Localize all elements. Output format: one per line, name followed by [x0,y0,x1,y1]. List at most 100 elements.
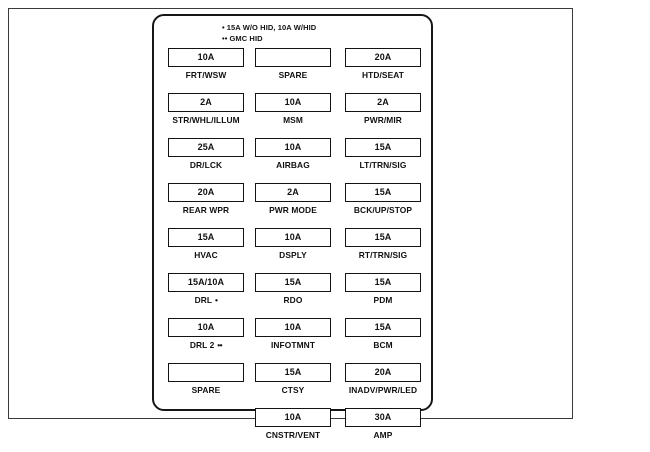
fuse-slot[interactable]: 2A [345,93,421,112]
fuse-cell[interactable]: 20A INADV/PWR/LED [345,363,421,407]
fuse-cell[interactable]: 10A DRL 2 •• [168,318,244,362]
fuse-slot[interactable]: 25A [168,138,244,157]
fuse-label-text: RDO [283,295,303,305]
fuse-slot[interactable]: 15A/10A [168,273,244,292]
fuse-cell[interactable]: 10A INFOTMNT [255,318,331,362]
fuse-slot[interactable]: 10A [255,408,331,427]
fuse-slot[interactable]: 20A [345,48,421,67]
fuse-rating: 15A [374,142,392,152]
fuse-rating: 25A [197,142,215,152]
fuse-label-text: SPARE [191,385,221,395]
fuse-slot[interactable]: 15A [345,138,421,157]
fuse-rating: 15A [374,187,392,197]
fuse-cell[interactable]: 15A RDO [255,273,331,317]
fuse-label: FRT/WSW [168,70,244,81]
fuse-cell[interactable]: 10A FRT/WSW [168,48,244,92]
fuse-slot[interactable]: 15A [345,318,421,337]
fuse-cell[interactable]: 15A HVAC [168,228,244,272]
fuse-label-text: LT/TRN/SIG [359,160,407,170]
fuse-slot[interactable]: 10A [168,48,244,67]
fuse-cell[interactable]: 2A STR/WHL/ILLUM [168,93,244,137]
fuse-slot[interactable]: 2A [255,183,331,202]
fuse-label: REAR WPR [168,205,244,216]
fuse-label: HTD/SEAT [345,70,421,81]
fuse-slot[interactable]: 20A [345,363,421,382]
fuse-rating: 15A [284,277,302,287]
fuse-cell[interactable]: 30A AMP [345,408,421,452]
fuse-rating: 20A [197,187,215,197]
fuse-label: AMP [345,430,421,441]
fuse-label: PDM [345,295,421,306]
fuse-slot-empty[interactable] [255,48,331,67]
fuse-label-text: INADV/PWR/LED [348,385,418,395]
fuse-rating: 20A [374,52,392,62]
fuse-slot[interactable]: 20A [168,183,244,202]
fuse-cell[interactable]: SPARE [168,363,244,407]
footnote-bullet-icon: •• [222,34,228,43]
fuse-cell[interactable]: 2A PWR/MIR [345,93,421,137]
fuse-cell[interactable]: 15A PDM [345,273,421,317]
fuse-label: HVAC [168,250,244,261]
fuse-label: DR/LCK [168,160,244,171]
fuse-label-text: BCM [373,340,393,350]
fuse-slot[interactable]: 10A [255,318,331,337]
fuse-cell[interactable]: 10A MSM [255,93,331,137]
fuse-slot[interactable]: 15A [345,228,421,247]
fuse-rating: 15A [284,367,302,377]
fuse-slot[interactable]: 15A [255,363,331,382]
fuse-slot[interactable]: 30A [345,408,421,427]
fuse-label-text: CTSY [281,385,305,395]
fuse-rating: 10A [284,232,302,242]
fuse-label: DSPLY [255,250,331,261]
fuse-slot-empty[interactable] [168,363,244,382]
fuse-footnote-mark-icon: • [213,295,218,305]
fuse-cell[interactable]: 15A CTSY [255,363,331,407]
fuse-label-text: PDM [373,295,393,305]
fuse-cell[interactable]: SPARE [255,48,331,92]
footnote-bullet-icon: • [222,23,225,32]
fuse-label-text: INFOTMNT [270,340,316,350]
fuse-label: PWR/MIR [345,115,421,126]
fuse-rating: 2A [377,97,389,107]
fuse-label-text: PWR/MIR [364,115,402,125]
fuse-cell[interactable]: 15A LT/TRN/SIG [345,138,421,182]
fuse-rating: 10A [197,52,215,62]
fuse-label: AIRBAG [255,160,331,171]
fuse-slot[interactable]: 10A [168,318,244,337]
fuse-cell[interactable]: 20A REAR WPR [168,183,244,227]
fuse-label-text: STR/WHL/ILLUM [172,115,240,125]
fuse-label-text: SPARE [278,70,308,80]
fuse-label-text: REAR WPR [182,205,230,215]
fuse-cell[interactable]: 10A DSPLY [255,228,331,272]
fuse-cell[interactable]: 25A DR/LCK [168,138,244,182]
fuse-rating: 2A [287,187,299,197]
fuse-cell[interactable]: 20A HTD/SEAT [345,48,421,92]
fuse-label-text: BCK/UP/STOP [353,205,413,215]
fuse-label: MSM [255,115,331,126]
fuse-slot[interactable]: 10A [255,93,331,112]
fuse-rating: 15A/10A [187,277,225,287]
fuse-slot[interactable]: 15A [168,228,244,247]
fuse-cell[interactable]: 15A BCK/UP/STOP [345,183,421,227]
fuse-rating: 30A [374,412,392,422]
fuse-slot[interactable]: 10A [255,228,331,247]
fuse-label-text: AIRBAG [276,160,310,170]
fuse-cell[interactable]: 15A BCM [345,318,421,362]
fuse-cell[interactable]: 10A AIRBAG [255,138,331,182]
fuse-slot[interactable]: 10A [255,138,331,157]
fuse-label-text: DR/LCK [189,160,223,170]
fuse-slot[interactable]: 15A [345,183,421,202]
footnote-line: •15A W/O HID, 10A W/HID [222,22,432,33]
footnote-text: 15A W/O HID, 10A W/HID [226,23,317,32]
fuse-slot[interactable]: 15A [345,273,421,292]
fuse-slot[interactable]: 15A [255,273,331,292]
fuse-slot[interactable]: 2A [168,93,244,112]
fuse-rating: 15A [197,232,215,242]
fuse-label: DRL 2 •• [168,340,244,351]
fuse-label-text: AMP [373,430,393,440]
